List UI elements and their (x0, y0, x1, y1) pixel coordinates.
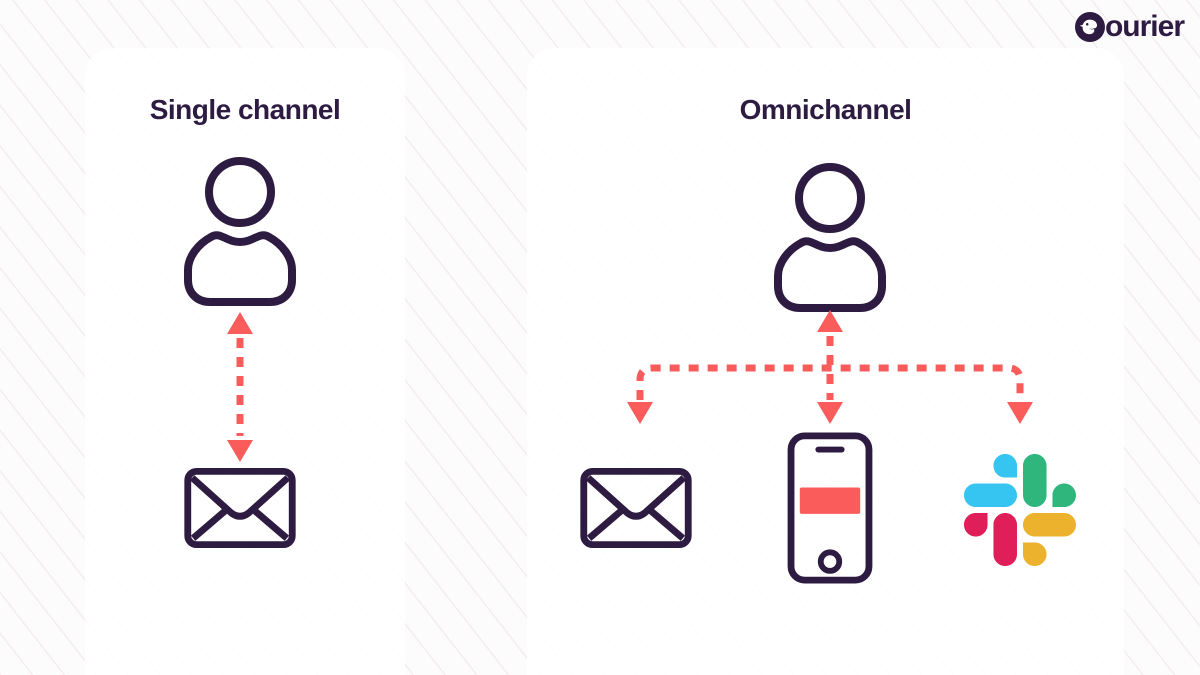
omnichannel-title: Omnichannel (739, 94, 912, 125)
single-channel-panel: Single channel (85, 48, 405, 675)
courier-logo: ourier (1074, 10, 1185, 43)
person-icon (768, 162, 892, 314)
slack-icon (964, 454, 1076, 566)
omnichannel-panel: Omnichannel (527, 48, 1124, 675)
mobile-push-icon (787, 432, 873, 584)
email-envelope-icon (579, 467, 693, 549)
person-icon (178, 156, 302, 308)
bidirectional-dashed-arrow (220, 312, 260, 462)
courier-wordmark: ourier (1104, 10, 1185, 43)
single-channel-title: Single channel (149, 94, 341, 125)
branching-dashed-arrows (620, 310, 1040, 425)
email-envelope-icon (183, 467, 297, 549)
courier-logo-icon (1074, 12, 1105, 42)
